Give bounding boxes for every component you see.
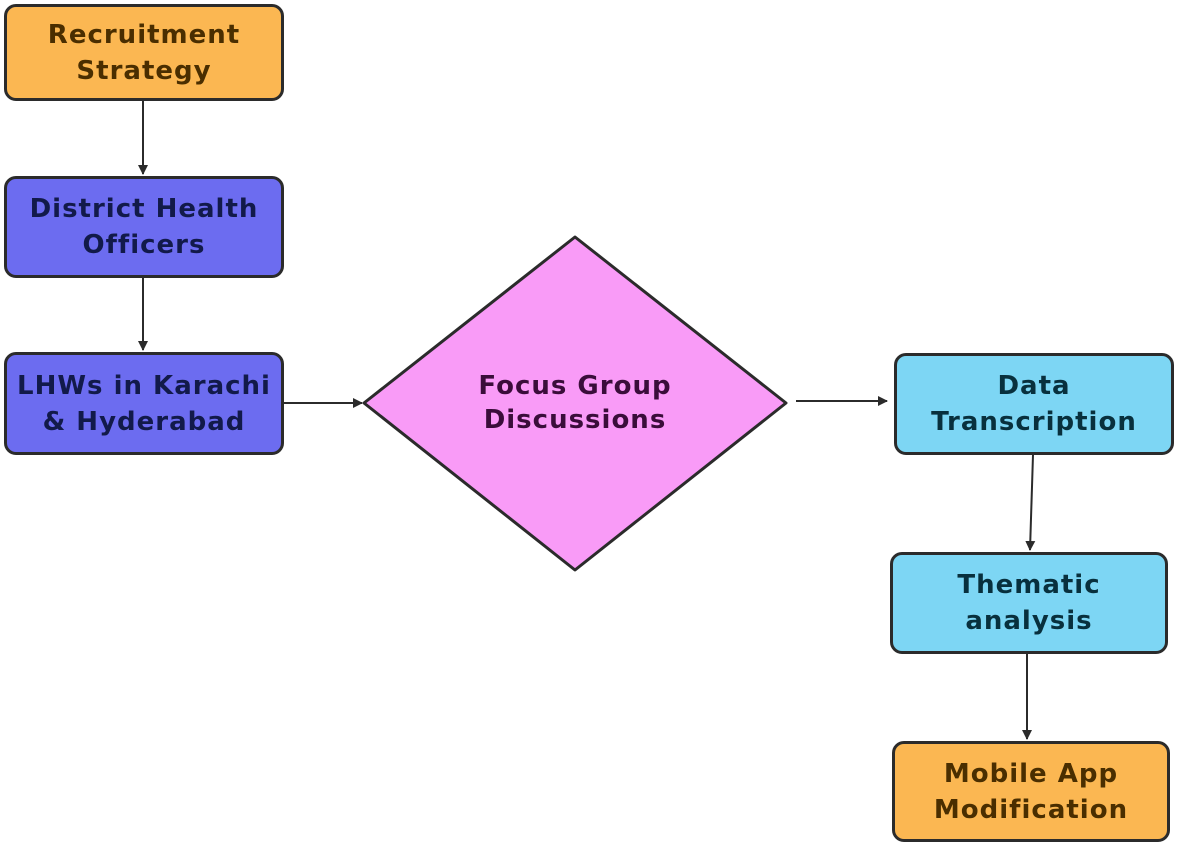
node-label-line: Discussions — [483, 405, 667, 435]
node-label-line: Transcription — [931, 407, 1137, 437]
focus-group-label: Focus Group Discussions — [440, 363, 710, 443]
node-label-line: District Health — [29, 194, 259, 224]
thematic-analysis-node: Thematic analysis — [890, 552, 1168, 654]
lhws-node: LHWs in Karachi & Hyderabad — [4, 352, 284, 455]
focus-group-diamond — [362, 235, 788, 572]
node-label-line: Data — [997, 371, 1071, 401]
data-transcription-node: Data Transcription — [894, 353, 1174, 455]
node-label-line: analysis — [965, 606, 1093, 636]
arrow-transcription-to-thematic — [1025, 454, 1036, 551]
node-label-line: Modification — [933, 794, 1129, 825]
district-health-officers-node: District Health Officers — [4, 176, 284, 278]
mobile-app-modification-node: Mobile App Modification — [892, 741, 1170, 842]
node-label-line: Mobile App — [943, 758, 1119, 789]
node-label-line: Focus Group — [478, 371, 672, 401]
node-label-line: LHWs in Karachi — [17, 370, 271, 401]
node-label-line: Officers — [82, 230, 206, 260]
node-label-line: Thematic — [957, 570, 1101, 600]
node-label-line: Strategy — [76, 55, 212, 86]
node-label-line: Recruitment — [47, 19, 241, 50]
node-label-line: & Hyderabad — [42, 406, 246, 437]
recruitment-strategy-node: Recruitment Strategy — [4, 4, 284, 101]
